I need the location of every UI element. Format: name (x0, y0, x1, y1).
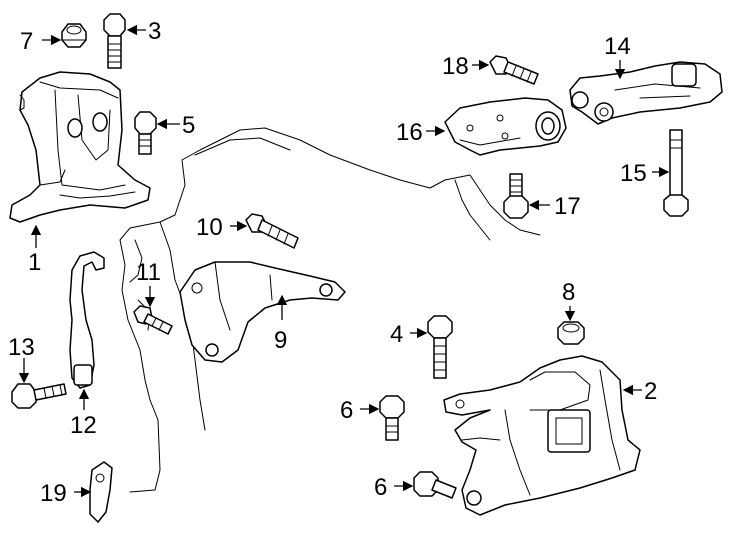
part-12-bracket (69, 251, 105, 389)
callout-18: 18 (442, 53, 469, 80)
part-13-bolt (11, 383, 67, 409)
part-5-bolt (134, 111, 157, 155)
callout-14: 14 (604, 33, 631, 60)
part-6-bolt-lower (413, 471, 457, 499)
part-1-mount-bracket (9, 71, 151, 223)
part-9-bracket (179, 261, 346, 363)
callout-labels: 1 2 3 4 5 6 6 7 8 9 10 11 12 13 14 15 16… (8, 18, 657, 507)
callout-7: 7 (20, 28, 33, 55)
callout-1: 1 (28, 249, 41, 276)
part-10-bolt (245, 213, 299, 249)
callout-11: 11 (136, 259, 161, 286)
part-17-bolt (503, 173, 529, 219)
callout-8: 8 (562, 279, 575, 306)
part-4-bolt (427, 315, 453, 379)
part-2-engine-mount (443, 355, 641, 516)
part-7-nut (61, 23, 87, 48)
part-16-bracket (444, 97, 567, 156)
part-8-nut (557, 321, 585, 345)
callout-4: 4 (390, 321, 403, 348)
callout-5: 5 (182, 112, 195, 139)
callout-2: 2 (644, 378, 657, 405)
callout-15: 15 (620, 160, 647, 187)
callout-12: 12 (70, 412, 97, 439)
callout-9: 9 (274, 327, 287, 354)
callout-16: 16 (396, 119, 423, 146)
part-18-bolt (489, 55, 539, 85)
callout-13: 13 (8, 334, 35, 361)
callout-6-lower: 6 (374, 474, 387, 501)
part-3-bolt (103, 13, 126, 69)
callout-10: 10 (196, 214, 223, 241)
part-6-bolt-upper (379, 395, 405, 441)
part-19-clip (89, 461, 113, 523)
callout-17: 17 (554, 193, 581, 220)
callout-6-upper: 6 (340, 397, 353, 424)
leader-lines (18, 24, 670, 498)
part-14-torque-rod (569, 61, 723, 125)
part-11-bolt (133, 305, 173, 335)
callout-19: 19 (40, 480, 67, 507)
part-15-bolt (663, 129, 689, 217)
callout-3: 3 (148, 18, 161, 45)
